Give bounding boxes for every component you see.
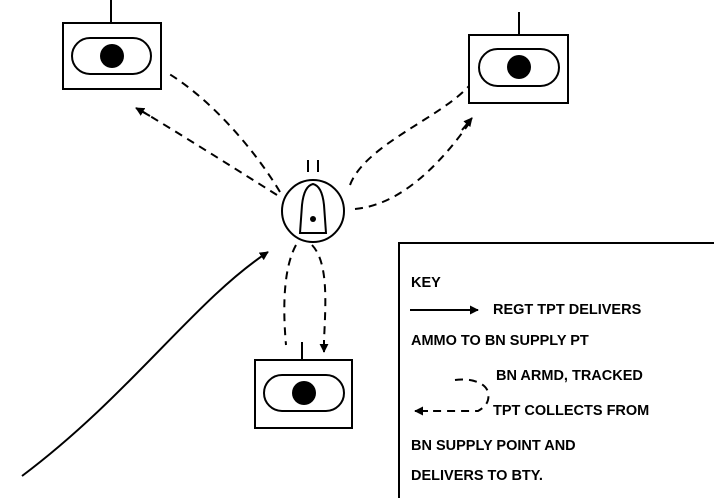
regt-tpt-route — [21, 251, 269, 477]
bn-tpt-route-top-left — [139, 71, 281, 196]
battery-bottom — [254, 342, 353, 429]
bn-tpt-arrow-top-right — [461, 117, 473, 131]
key-bn-line-2: TPT COLLECTS FROM — [493, 403, 650, 419]
key-regt-line-1: REGT TPT DELIVERS — [493, 302, 642, 318]
key-title: KEY — [411, 275, 441, 291]
key-box — [398, 242, 714, 498]
key-regt-line-2: AMMO TO BN SUPPLY PT — [411, 333, 589, 349]
key-dashed-loop-symbol — [420, 378, 490, 412]
bn-supply-point — [281, 160, 345, 243]
battery-top-right — [468, 12, 569, 104]
key-bn-line-4: DELIVERS TO BTY. — [411, 468, 543, 484]
bn-tpt-arrow-top-left — [135, 107, 151, 117]
key-bn-line-1: BN ARMD, TRACKED — [496, 368, 643, 384]
battery-top-left — [62, 0, 162, 90]
key-bn-line-3: BN SUPPLY POINT AND — [411, 438, 576, 454]
bn-tpt-route-top-right — [349, 85, 471, 210]
bn-tpt-route-bottom — [283, 244, 327, 346]
